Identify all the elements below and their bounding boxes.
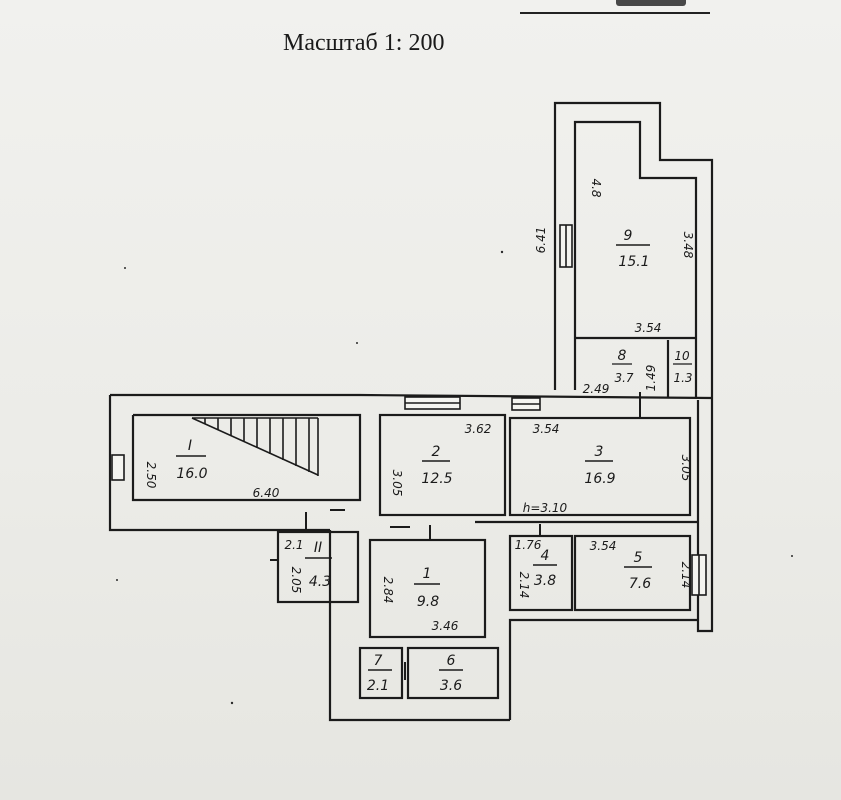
dim-2-50: 2.50 bbox=[144, 462, 158, 489]
dim-2-1: 2.1 bbox=[284, 538, 303, 552]
room-2-walls bbox=[378, 413, 507, 517]
dim-3-54-bottom: 3.54 bbox=[590, 539, 617, 553]
room-7-area: 2.1 bbox=[367, 678, 389, 694]
dim-2-05: 2.05 bbox=[289, 567, 303, 594]
dim-3-05-left: 3.05 bbox=[390, 470, 404, 497]
room-I-walls bbox=[131, 413, 362, 502]
room-II-walls bbox=[276, 530, 360, 604]
dim-3-54-top: 3.54 bbox=[635, 321, 662, 335]
scale-label: Масштаб 1: 200 bbox=[283, 30, 445, 56]
room-3-area: 16.9 bbox=[584, 471, 615, 487]
dim-2-14-right: 2.14 bbox=[679, 562, 693, 589]
room-7-number: 7 bbox=[374, 653, 383, 669]
room-1-area: 9.8 bbox=[417, 594, 439, 610]
room-I-area: 16.0 bbox=[176, 466, 207, 482]
room-8-number: 8 bbox=[618, 348, 627, 364]
dim-ceiling-height: h=3.10 bbox=[523, 501, 568, 515]
dim-6-41: 6.41 bbox=[534, 227, 548, 254]
room-5-number: 5 bbox=[634, 550, 643, 566]
room-9-area: 15.1 bbox=[618, 254, 649, 270]
dimension-labels: 6.41 4.8 3.48 3.54 2.49 1.49 3.62 3.54 2… bbox=[144, 178, 695, 633]
room-2-area: 12.5 bbox=[421, 471, 452, 487]
room-9-number: 9 bbox=[624, 228, 633, 244]
dim-1-49: 1.49 bbox=[644, 365, 658, 392]
windows bbox=[111, 224, 707, 596]
room-I-number: I bbox=[188, 438, 192, 454]
room-3-number: 3 bbox=[595, 444, 604, 460]
paper-specks bbox=[116, 250, 793, 705]
room-2-number: 2 bbox=[432, 444, 441, 460]
room-3-walls bbox=[508, 416, 692, 517]
dim-4-8: 4.8 bbox=[589, 178, 603, 197]
room-labels: 9 15.1 8 3.7 10 1.3 I 16.0 2 12.5 3 16.9… bbox=[176, 228, 693, 694]
room-4-number: 4 bbox=[541, 548, 550, 564]
room-7-walls bbox=[358, 646, 404, 700]
outer-walls bbox=[108, 101, 714, 722]
room-9-inner-wall bbox=[573, 120, 698, 398]
room-5-area: 7.6 bbox=[629, 576, 651, 592]
stair-treads bbox=[191, 417, 319, 476]
dim-3-48: 3.48 bbox=[681, 232, 695, 259]
room-10-area: 1.3 bbox=[673, 371, 692, 385]
room-4-area: 3.8 bbox=[534, 573, 556, 589]
dim-3-46: 3.46 bbox=[432, 619, 459, 633]
room-II-area: 4.3 bbox=[309, 574, 331, 590]
room-6-number: 6 bbox=[447, 653, 456, 669]
room-6-walls bbox=[406, 646, 500, 700]
dim-6-40: 6.40 bbox=[253, 486, 280, 500]
room-6-area: 3.6 bbox=[440, 678, 462, 694]
room-8-area: 3.7 bbox=[614, 371, 633, 385]
door-marks bbox=[270, 392, 641, 680]
dim-2-49: 2.49 bbox=[583, 382, 610, 396]
dim-2-84: 2.84 bbox=[381, 577, 395, 604]
room-II-number: II bbox=[314, 540, 322, 556]
room-5-walls bbox=[573, 534, 692, 612]
room-10-number: 10 bbox=[674, 349, 690, 363]
dim-1-76: 1.76 bbox=[515, 538, 542, 552]
room-1-number: 1 bbox=[423, 566, 432, 582]
dim-3-62: 3.62 bbox=[465, 422, 492, 436]
cropped-heading-fragment bbox=[520, 0, 710, 14]
dim-2-14-left: 2.14 bbox=[517, 572, 531, 599]
dim-3-54-mid: 3.54 bbox=[533, 422, 560, 436]
dim-3-05-right: 3.05 bbox=[679, 455, 693, 482]
